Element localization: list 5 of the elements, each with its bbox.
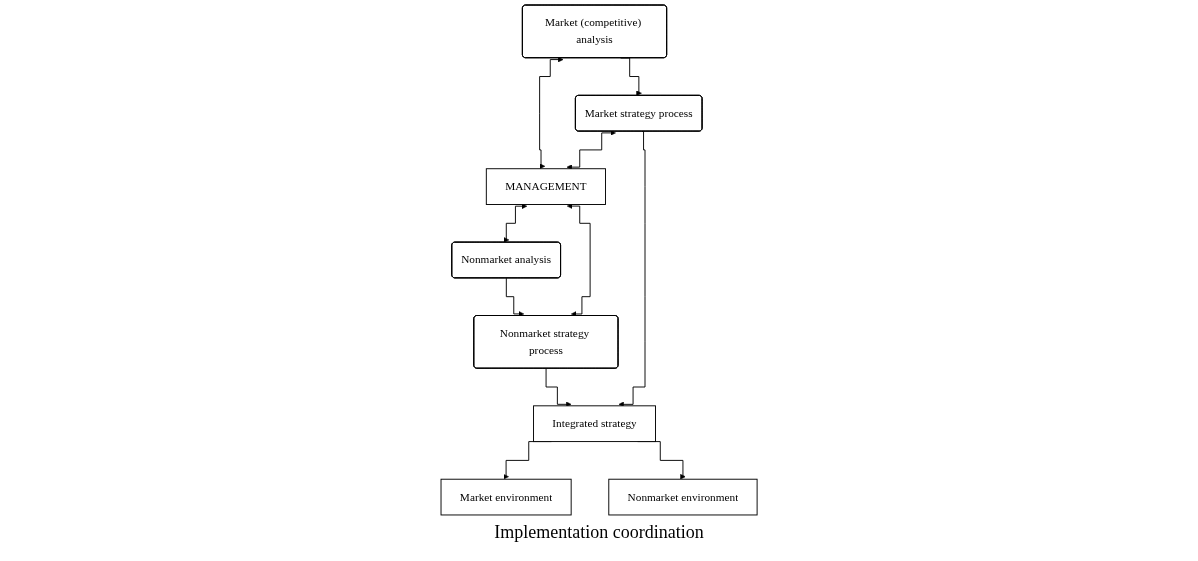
node-box: Nonmarket environment [608,478,758,516]
note-text: Implementation coordination [494,522,704,542]
node-box: Integrated strategy [533,405,656,443]
node-box: MANAGEMENT [485,168,606,205]
node-box: Market environment [440,478,572,516]
